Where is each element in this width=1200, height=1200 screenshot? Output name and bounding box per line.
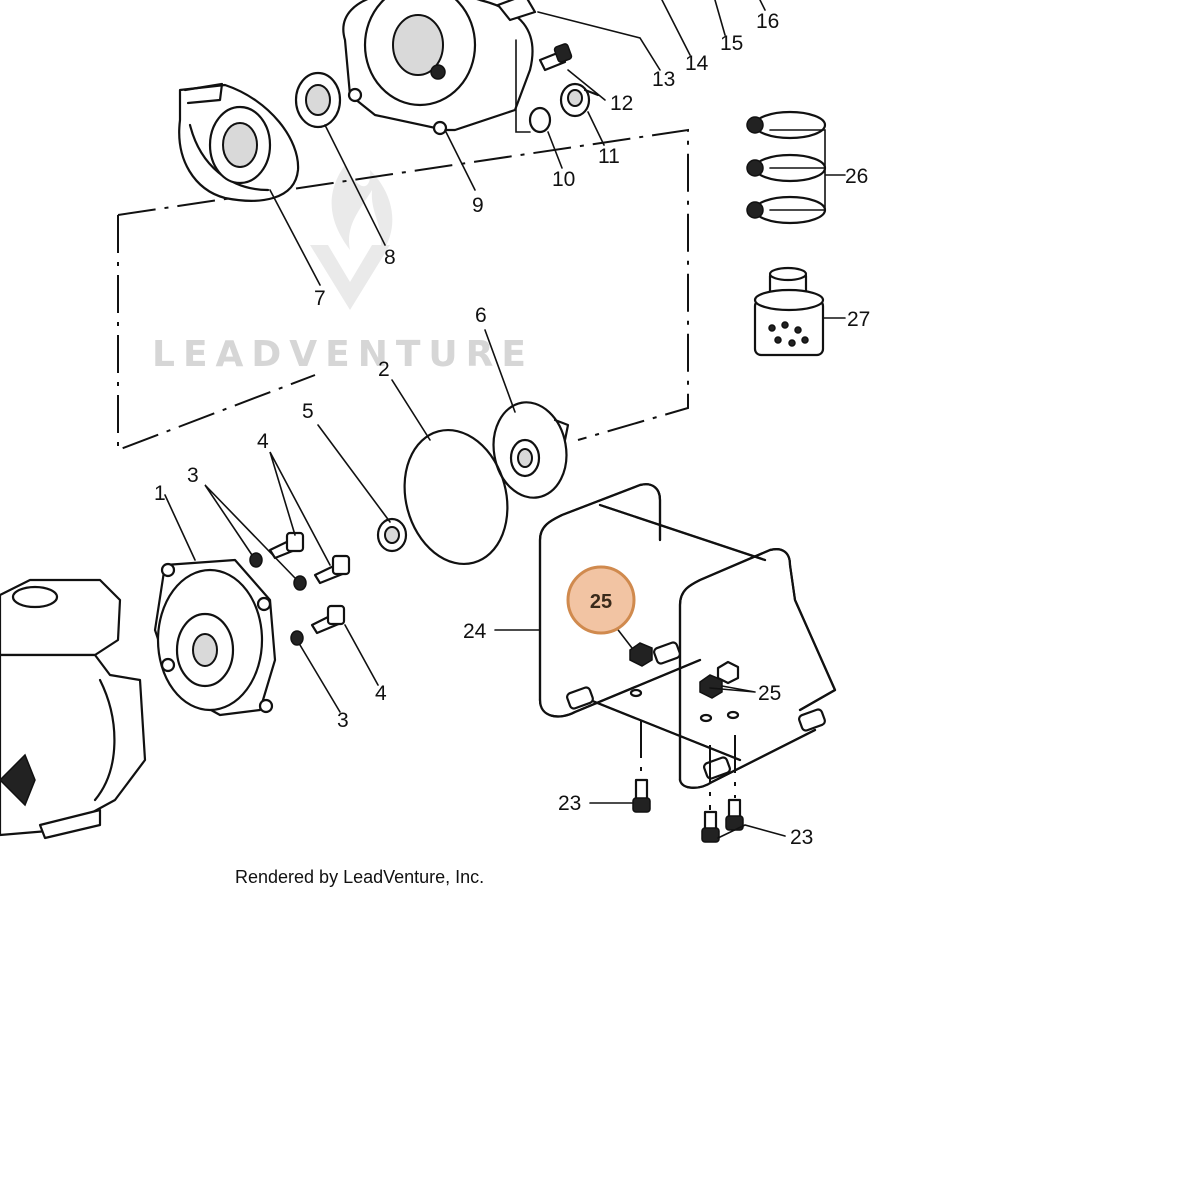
callout-9[interactable]: 9 — [472, 194, 484, 217]
frame-24 — [538, 483, 837, 789]
callout-27[interactable]: 27 — [847, 308, 870, 331]
callout-26[interactable]: 26 — [845, 165, 868, 188]
callout-3-lower[interactable]: 3 — [337, 709, 349, 732]
exploded-view-outline — [117, 128, 689, 452]
callout-13[interactable]: 13 — [652, 68, 675, 91]
callout-6[interactable]: 6 — [475, 304, 487, 327]
callout-1[interactable]: 1 — [154, 482, 166, 505]
callout-24[interactable]: 24 — [463, 620, 487, 643]
pump-housing-cover — [342, 0, 537, 136]
nuts-25 — [629, 642, 740, 723]
gasket-2 — [403, 428, 509, 566]
pump-body-1 — [153, 558, 277, 717]
volute-casing — [178, 82, 300, 202]
seal-ring — [294, 71, 342, 129]
callout-4-lower[interactable]: 4 — [375, 682, 387, 705]
callout-11[interactable]: 11 — [598, 145, 620, 168]
bolts-4 — [268, 531, 351, 635]
callout-2[interactable]: 2 — [378, 358, 390, 381]
highlighted-callout-25[interactable]: 25 — [566, 565, 636, 649]
strainer-27 — [753, 266, 825, 357]
callout-23-right[interactable]: 23 — [790, 826, 813, 849]
callout-25-right[interactable]: 25 — [758, 682, 781, 705]
callout-16[interactable]: 16 — [756, 10, 779, 33]
callout-3-upper[interactable]: 3 — [187, 464, 199, 487]
fitting-11 — [559, 82, 600, 118]
watermark-logo — [310, 165, 393, 310]
washers-3 — [249, 552, 307, 646]
callout-12[interactable]: 12 — [610, 92, 633, 115]
o-ring-10 — [528, 106, 552, 134]
highlight-label[interactable]: 25 — [590, 591, 612, 613]
credit-text: Rendered by LeadVenture, Inc. — [235, 867, 484, 887]
callout-7[interactable]: 7 — [314, 287, 326, 310]
watermark-text: LEADVENTURE — [152, 334, 534, 375]
callout-8[interactable]: 8 — [384, 246, 396, 269]
callout-15[interactable]: 15 — [720, 32, 743, 55]
bolt-12 — [538, 43, 573, 72]
callout-5[interactable]: 5 — [302, 400, 314, 423]
callout-23-left[interactable]: 23 — [558, 792, 581, 815]
bolts-23 — [632, 720, 744, 843]
seal-5 — [376, 517, 408, 553]
leader-bracket — [515, 39, 531, 133]
callout-10[interactable]: 10 — [552, 168, 575, 191]
impeller-6 — [492, 401, 570, 499]
leader-lines — [164, 0, 846, 839]
callout-4-upper[interactable]: 4 — [257, 430, 269, 453]
highlight-circle[interactable] — [566, 565, 636, 635]
callout-14[interactable]: 14 — [685, 52, 709, 75]
engine — [0, 578, 147, 840]
